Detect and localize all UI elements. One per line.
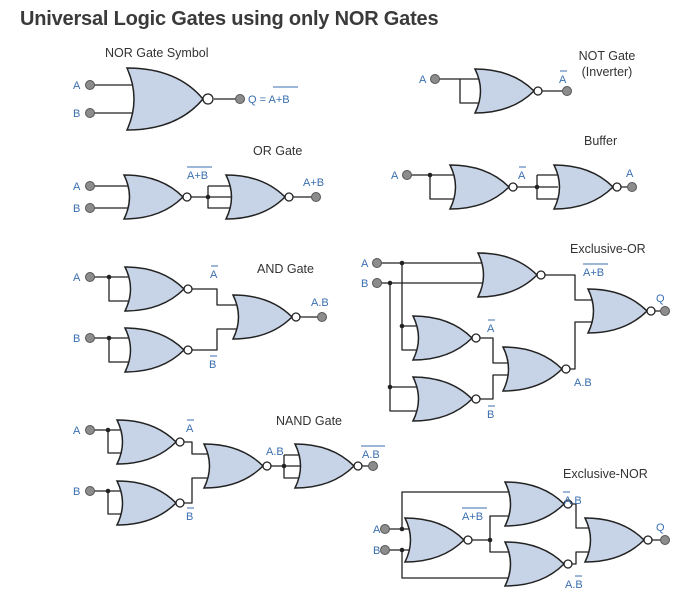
terminal-icon (85, 486, 95, 496)
terminal-icon (85, 203, 95, 213)
nand-gate-title: NAND Gate (276, 414, 342, 428)
nor-gate-buffer-2-icon (552, 164, 622, 210)
label-not-b: B (487, 409, 494, 421)
label-not-a: A (559, 74, 567, 86)
terminal-icon (372, 278, 382, 288)
nor-gate-and-2-icon (123, 327, 193, 373)
terminal-icon (380, 524, 390, 534)
label-input-a: A (361, 258, 369, 270)
terminal-icon (85, 80, 95, 90)
label-input-a: A (391, 170, 399, 182)
nor-gate-xnor-4-icon (583, 517, 653, 563)
nor-gate-xnor-3-icon (503, 541, 573, 587)
terminal-icon (368, 461, 378, 471)
terminal-icon (85, 425, 95, 435)
nor-gate-buffer-1-icon (448, 164, 518, 210)
label-not-a: A (487, 323, 495, 335)
label-a-and-not-b: A.B (564, 495, 582, 507)
nor-gate-symbol-icon (125, 67, 214, 131)
label-not-a: A (518, 170, 526, 182)
nor-gate-xor-1-icon (476, 252, 546, 298)
label-nor-ab: A+B (462, 511, 483, 523)
label-input-a: A (73, 425, 81, 437)
label-or-output: A+B (303, 177, 324, 189)
overbars (187, 70, 608, 577)
output-expression: A+B (269, 94, 290, 106)
label-not-a: A (210, 269, 218, 281)
label-buffer-output: A (626, 168, 634, 180)
page-title: Universal Logic Gates using only NOR Gat… (20, 8, 439, 30)
nor-gate-xor-4-icon (501, 346, 571, 392)
label-not-b: B (186, 511, 193, 523)
nor-symbol-title: NOR Gate Symbol (105, 46, 209, 60)
terminal-icon (402, 170, 412, 180)
label-input-b: B (73, 486, 80, 498)
output-prefix: Q = (248, 94, 269, 106)
label-input-b: B (361, 278, 368, 290)
nor-gate-nand-2-icon (115, 480, 185, 526)
terminal-icon (85, 108, 95, 118)
terminal-icon (380, 545, 390, 555)
xor-title: Exclusive-OR (570, 242, 646, 256)
nor-gate-or-1-icon (122, 174, 192, 220)
nor-gates (115, 67, 656, 587)
nor-gate-xor-2-icon (411, 315, 481, 361)
terminal-icon (627, 182, 637, 192)
nor-gate-nand-4-icon (293, 443, 363, 489)
nor-gate-xor-3-icon (411, 376, 481, 422)
label-input-b: B (73, 203, 80, 215)
nor-symbol-output-label: Q = A+B (248, 94, 290, 106)
nor-gate-nand-1-icon (115, 419, 185, 465)
terminal-icon (562, 86, 572, 96)
label-and-ab: A.B (266, 446, 284, 458)
label-input-a: A (73, 80, 81, 92)
label-input-b: B (73, 108, 80, 120)
label-xor-output: Q (656, 293, 665, 305)
label-not-a: A (186, 423, 194, 435)
label-not-b: B (209, 359, 216, 371)
label-nand-output: A.B (362, 449, 380, 461)
terminal-icon (317, 312, 327, 322)
nor-gate-xnor-2-icon (503, 481, 573, 527)
nor-gate-xnor-1-icon (403, 517, 473, 563)
terminal-icon (660, 535, 670, 545)
terminal-icon (85, 333, 95, 343)
not-gate-subtitle: (Inverter) (582, 65, 633, 79)
label-input-b: B (373, 545, 380, 557)
terminal-icon (311, 192, 321, 202)
xnor-title: Exclusive-NOR (563, 467, 648, 481)
terminal-icon (85, 272, 95, 282)
not-gate-title: NOT Gate (579, 49, 636, 63)
terminal-icon (235, 94, 245, 104)
buffer-title: Buffer (584, 134, 617, 148)
label-input-a: A (373, 524, 381, 536)
junction-dots (105, 172, 540, 553)
nor-gate-not-icon (473, 68, 543, 114)
label-input-a: A (73, 181, 81, 193)
nor-gate-and-3-icon (231, 294, 301, 340)
and-gate-title: AND Gate (257, 262, 314, 276)
label-xnor-output: Q (656, 522, 665, 534)
label-not-a-and-b: A.B (565, 579, 583, 591)
label-nor-ab: A+B (583, 267, 604, 279)
nor-gate-nand-3-icon (202, 443, 272, 489)
or-gate-title: OR Gate (253, 144, 302, 158)
label-nor-ab: A+B (187, 170, 208, 182)
terminal-icon (660, 306, 670, 316)
terminals (85, 74, 670, 555)
label-input-a: A (419, 74, 427, 86)
label-input-b: B (73, 333, 80, 345)
label-input-a: A (73, 272, 81, 284)
label-and-output: A.B (311, 297, 329, 309)
terminal-icon (85, 181, 95, 191)
label-and-ab: A.B (574, 377, 592, 389)
nor-gate-and-1-icon (123, 266, 193, 312)
nor-gate-xor-5-icon (586, 288, 656, 334)
nor-gate-or-2-icon (224, 174, 294, 220)
terminal-icon (372, 258, 382, 268)
terminal-icon (430, 74, 440, 84)
